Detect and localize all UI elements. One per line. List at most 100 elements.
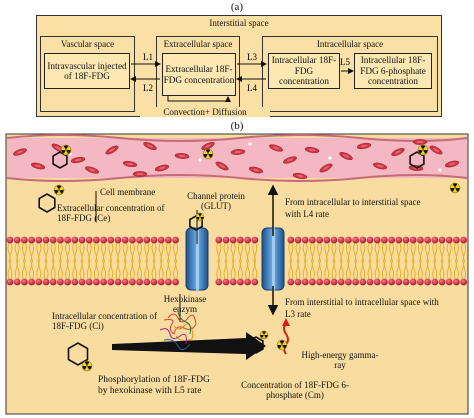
interstitial-title: Interstitial space <box>209 18 269 28</box>
phospholipid <box>222 236 230 286</box>
phospholipid <box>301 236 309 286</box>
red-blood-cell <box>143 141 157 151</box>
red-blood-cell <box>122 160 138 168</box>
phosphate-conc-box: Intracellular 18F-FDG 6-phosphate concen… <box>354 53 432 89</box>
phospholipid <box>337 236 345 286</box>
vessel-wall-top <box>6 134 468 142</box>
phospholipid <box>402 236 410 286</box>
phospholipid <box>143 236 151 286</box>
panel-a-label: (a) <box>230 1 244 13</box>
phospholipid <box>366 236 374 286</box>
phospholipid <box>64 236 71 286</box>
convection-diffusion-label: Convection+ Diffusion <box>140 107 270 117</box>
red-blood-cell <box>391 147 405 157</box>
vascular-title: Vascular space <box>60 39 115 49</box>
platelet <box>438 168 442 172</box>
phospholipid <box>35 236 43 286</box>
phospholipid <box>165 236 172 286</box>
fdg-molecule-extracellular <box>38 193 56 213</box>
radiation-symbol <box>60 144 72 156</box>
phospholipid <box>316 236 323 286</box>
intravascular-box: Intravascular injected of 18F-FDG <box>44 53 130 89</box>
hexokinase-label: Hexokinase enzym <box>163 294 207 314</box>
phospholipid <box>215 236 223 286</box>
red-blood-cell <box>304 146 320 154</box>
lipid-bilayer <box>6 236 467 286</box>
radiation-symbol <box>202 148 214 160</box>
phospholipid <box>373 236 381 286</box>
phosphorylation-label: Phosphorylation of 18F-FDG by hexokinase… <box>98 375 210 396</box>
extracellular-conc-label: Extracellular concentration of 18F-FDG (… <box>57 203 165 223</box>
phospholipid <box>172 236 180 286</box>
rate-l4: L4 <box>247 83 257 93</box>
red-blood-cell <box>174 153 190 159</box>
phospholipid <box>49 236 57 286</box>
red-blood-cell <box>283 156 297 164</box>
phospholipid <box>42 236 50 286</box>
fdg-6-phosphate-molecule <box>248 336 264 354</box>
red-blood-cell <box>132 171 148 177</box>
phosphate-conc-label: Concentration of 18F-FDG 6-phosphate (Cm… <box>241 380 349 400</box>
radiation-symbol <box>449 182 461 194</box>
phospholipid <box>445 236 453 286</box>
red-blood-cell <box>230 149 246 155</box>
vessel-wall-bottom <box>6 174 468 182</box>
rate-l1: L1 <box>143 52 153 62</box>
red-blood-cell <box>412 139 428 145</box>
platelet <box>198 158 202 162</box>
rate-l2: L2 <box>143 83 153 93</box>
radiation-symbol <box>195 212 205 222</box>
platelet <box>248 142 252 146</box>
extracellular-title: Extracellular space <box>163 39 233 49</box>
phospholipid <box>121 236 129 286</box>
phospholipid <box>417 236 424 286</box>
phospholipid <box>453 236 460 286</box>
intracellular-title: Intracellular space <box>316 39 384 49</box>
red-blood-cell <box>154 164 170 172</box>
red-blood-cell <box>85 166 99 174</box>
red-blood-cell <box>201 141 215 151</box>
red-blood-cell <box>13 148 27 156</box>
phospholipid <box>129 236 136 286</box>
phospholipid <box>85 236 93 286</box>
red-blood-cells <box>13 139 460 180</box>
cell-membrane-label: Cell membrane <box>100 187 156 197</box>
radiation-symbol <box>259 330 269 340</box>
rate-l5: L5 <box>340 57 350 67</box>
phospholipid <box>438 236 446 286</box>
red-blood-cell <box>292 172 308 180</box>
phospholipid <box>114 236 122 286</box>
phospholipid <box>229 236 237 286</box>
phospholipid <box>352 236 359 286</box>
red-blood-cell <box>215 161 229 171</box>
red-blood-cell <box>30 162 46 170</box>
phospholipid <box>251 236 259 286</box>
radiation-symbols <box>53 144 461 372</box>
platelet <box>328 156 332 160</box>
gamma-ray-label: High-energy gamma-ray <box>301 350 379 370</box>
red-blood-cell <box>105 145 119 155</box>
phospholipid <box>107 236 115 286</box>
phospholipid <box>330 236 338 286</box>
red-blood-cell <box>248 166 264 174</box>
red-blood-cell <box>339 151 353 161</box>
panel-b-label: (b) <box>230 120 244 132</box>
hexokinase-enzyme <box>159 311 197 350</box>
rate-l3: L3 <box>247 52 257 62</box>
phospholipid <box>294 236 302 286</box>
red-blood-cell <box>356 142 372 150</box>
phospholipid <box>460 236 467 286</box>
phospholipid <box>345 236 352 286</box>
phospholipid <box>157 236 165 286</box>
red-blood-cell <box>429 145 443 155</box>
phospholipid <box>323 236 331 286</box>
fdg-molecule-vessel <box>409 151 425 169</box>
radiation-symbol <box>81 360 93 372</box>
phospholipid <box>150 236 158 286</box>
radiation-symbol <box>53 184 65 196</box>
fdg-molecule-intracellular <box>67 342 89 366</box>
extracellular-conc-box: Extracellular 18F-FDG concentration <box>162 53 236 96</box>
phospholipid <box>237 236 244 286</box>
phospholipid <box>395 236 403 286</box>
